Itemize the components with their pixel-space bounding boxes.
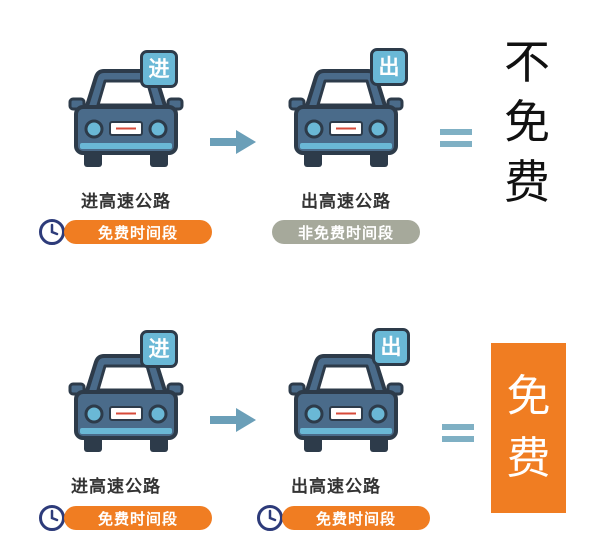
clock-icon: [39, 219, 65, 245]
nonfree-period-pill: 非免费时间段: [272, 220, 420, 244]
car-icon: [286, 340, 406, 460]
exit-badge: 出: [370, 48, 408, 86]
result-not-free: 不 免 费: [497, 32, 557, 212]
scenario-1: 进 进高速公路 免费时间段 出 出高速公路 非免费时间段: [39, 32, 557, 245]
car-icon: [286, 55, 406, 175]
result-char: 费: [504, 155, 550, 209]
enter-caption: 进高速公路: [81, 192, 171, 212]
free-period-pill: 免费时间段: [64, 506, 212, 530]
arrow-right-icon: [210, 408, 256, 432]
result-char: 不: [504, 35, 550, 89]
clock-icon: [39, 505, 65, 531]
equals-icon: [442, 424, 474, 442]
result-char: 免: [504, 95, 550, 149]
equals-icon: [440, 129, 472, 147]
clock-icon: [257, 505, 283, 531]
car-icon: [66, 340, 186, 460]
arrow-right-icon: [210, 130, 256, 154]
exit-caption: 出高速公路: [301, 192, 391, 212]
scenario-2: 进 进高速公路 免费时间段 出 出高速公路 免费时间段: [0, 280, 600, 560]
result-free-box: 免 费: [491, 343, 566, 513]
result-char: 免: [506, 371, 551, 422]
free-period-pill: 免费时间段: [282, 506, 430, 530]
free-period-pill: 免费时间段: [64, 220, 212, 244]
enter-badge: 进: [140, 50, 178, 88]
enter-badge: 进: [140, 330, 178, 368]
enter-caption: 进高速公路: [71, 477, 161, 497]
exit-badge: 出: [372, 328, 410, 366]
exit-caption: 出高速公路: [291, 477, 381, 497]
result-char: 费: [506, 433, 551, 484]
